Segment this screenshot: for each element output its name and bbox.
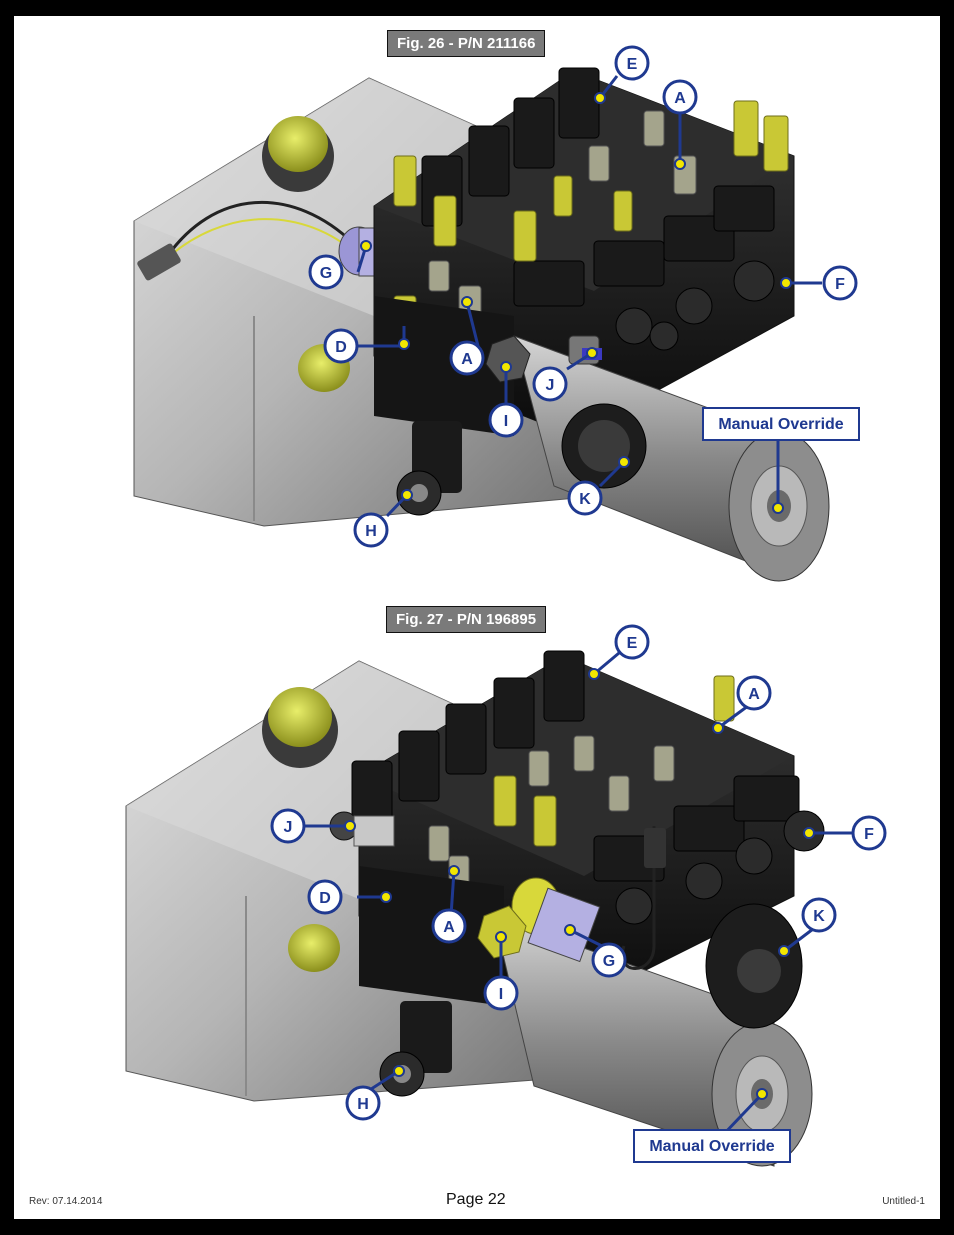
- figure-26-callouts: E A G F D A J I K H Manual Override: [308, 45, 860, 548]
- svg-text:I: I: [504, 413, 508, 430]
- drain-plug: [288, 924, 340, 972]
- callout-g: G: [591, 942, 627, 978]
- callout-i: I: [488, 402, 524, 438]
- svg-text:A: A: [674, 90, 686, 107]
- svg-text:Manual Override: Manual Override: [718, 416, 843, 433]
- callout-a: A: [736, 675, 772, 711]
- svg-text:J: J: [284, 819, 293, 836]
- svg-text:H: H: [365, 523, 377, 540]
- figure-27-illustration: [125, 650, 825, 1167]
- manual-override-label: Manual Override: [702, 407, 860, 441]
- callout-j: J: [270, 808, 306, 844]
- figure-27-title: Fig. 27 - P/N 196895: [386, 606, 547, 633]
- callout-j: J: [532, 366, 568, 402]
- svg-text:A: A: [461, 351, 473, 368]
- svg-text:J: J: [546, 377, 555, 394]
- svg-text:G: G: [320, 265, 332, 282]
- tank-fill-cap: [262, 116, 334, 192]
- callout-f: F: [851, 815, 887, 851]
- callout-d: D: [323, 328, 359, 364]
- svg-text:Manual Override: Manual Override: [649, 1138, 774, 1155]
- callout-k: K: [567, 480, 603, 516]
- callout-h: H: [353, 512, 389, 548]
- page-number: Page 22: [446, 1191, 506, 1208]
- callout-a: A: [662, 79, 698, 115]
- callout-f: F: [822, 265, 858, 301]
- svg-text:H: H: [357, 1096, 369, 1113]
- pump-diagrams: E A G F D A J I K H Manual Override E A …: [125, 45, 887, 1167]
- tank-fill-cap: [262, 687, 338, 768]
- callout-e: E: [614, 624, 650, 660]
- revision-date: Rev: 07.14.2014: [29, 1196, 103, 1207]
- svg-text:K: K: [579, 491, 591, 508]
- callout-i: I: [483, 975, 519, 1011]
- document-page: Fig. 26 - P/N 211166 Fig. 27 - P/N 19689…: [14, 16, 940, 1219]
- callout-a: A: [449, 340, 485, 376]
- svg-text:F: F: [835, 276, 845, 293]
- svg-text:K: K: [813, 908, 825, 925]
- callout-g: G: [308, 254, 344, 290]
- svg-text:E: E: [627, 56, 638, 73]
- manual-override-label: Manual Override: [633, 1129, 791, 1163]
- figure-27-callouts: E A J F D A K G I H Manual Override: [270, 624, 887, 1163]
- svg-text:G: G: [603, 953, 615, 970]
- callout-h: H: [345, 1085, 381, 1121]
- callout-e: E: [614, 45, 650, 81]
- callout-a: A: [431, 908, 467, 944]
- callout-d: D: [307, 879, 343, 915]
- callout-k: K: [801, 897, 837, 933]
- callout-dots: [344, 92, 815, 1100]
- svg-text:F: F: [864, 826, 874, 843]
- svg-text:D: D: [319, 890, 331, 907]
- svg-text:I: I: [499, 986, 503, 1003]
- figure-26-illustration: [133, 67, 830, 582]
- svg-text:D: D: [335, 339, 347, 356]
- svg-text:E: E: [627, 635, 638, 652]
- svg-text:A: A: [443, 919, 455, 936]
- svg-text:A: A: [748, 686, 760, 703]
- figure-26-title: Fig. 26 - P/N 211166: [387, 30, 546, 57]
- file-name: Untitled-1: [882, 1196, 925, 1207]
